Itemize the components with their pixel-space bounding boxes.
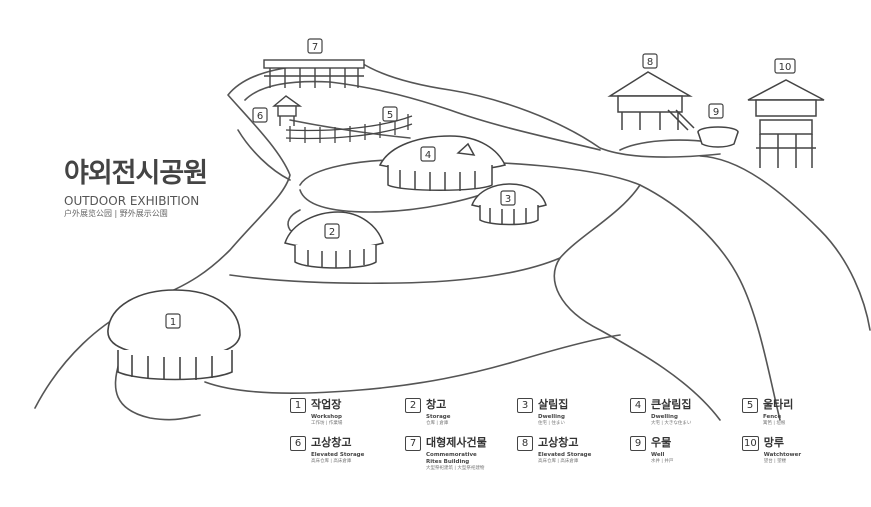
legend-number: 2 [405, 398, 421, 413]
legend-label-en: Workshop [311, 414, 342, 420]
legend-label-en: Dwelling [538, 414, 565, 420]
svg-text:3: 3 [505, 194, 511, 205]
legend-label-en: Storage [426, 414, 451, 420]
path-right-fork [553, 184, 721, 421]
page-subtitle-cjk: 户外展览公园 | 野外展示公園 [64, 209, 168, 218]
map-markers: 7 6 5 4 3 2 1 8 9 10 [165, 38, 796, 329]
map-marker-5[interactable]: 5 [382, 106, 398, 122]
legend-label-en: Well [651, 452, 665, 458]
page-title: 야외전시공원 [64, 158, 208, 189]
legend-label-ko: 작업장 [311, 398, 342, 411]
legend-label-en: Fence [763, 414, 782, 420]
legend-label-en: Dwelling [651, 414, 678, 420]
building-elevated-storage [607, 71, 695, 131]
map-marker-3[interactable]: 3 [500, 190, 516, 206]
legend-label-ko: 망루 [763, 436, 784, 449]
map-marker-10[interactable]: 10 [774, 58, 796, 74]
legend-label-en: Watchtower [763, 452, 802, 458]
fence [285, 114, 413, 143]
legend-label-cjk: 望台 | 望楼 [763, 459, 787, 464]
legend-label-cjk: 大宅 | 大きな住まい [651, 421, 692, 426]
svg-text:6: 6 [257, 111, 263, 122]
map-marker-8[interactable]: 8 [642, 53, 658, 69]
legend-label-cjk: 高床仓库 | 高床倉庫 [311, 459, 352, 464]
well [697, 126, 739, 148]
svg-text:5: 5 [387, 110, 393, 121]
legend-label-cjk: 篱笆 | 垣根 [763, 421, 786, 426]
title-block: 야외전시공원 OUTDOOR EXHIBITION 户外展览公园 | 野外展示公… [64, 158, 208, 219]
path-north-east [619, 139, 711, 151]
page-subtitle-english: OUTDOOR EXHIBITION [64, 194, 200, 208]
legend-number: 10 [742, 436, 759, 451]
legend-label-cjk: 高床仓库 | 高床倉庫 [538, 459, 579, 464]
legend-label-en: Elevated Storage [311, 452, 365, 458]
svg-text:4: 4 [425, 150, 431, 161]
legend-label-ko: 큰살림집 [651, 398, 692, 411]
svg-text:2: 2 [329, 227, 335, 238]
legend-label-cjk: 水井 | 井戸 [651, 459, 674, 464]
watchtower [747, 79, 825, 168]
legend-number: 3 [517, 398, 533, 413]
path-lower-center [204, 334, 621, 394]
map-marker-4[interactable]: 4 [420, 146, 436, 162]
map-marker-1[interactable]: 1 [165, 313, 181, 329]
path-plaza-inner [299, 187, 501, 213]
path-mid-ring [229, 257, 561, 285]
svg-text:7: 7 [312, 42, 318, 53]
legend-number: 5 [742, 398, 758, 413]
building-rites [263, 59, 365, 88]
svg-text:8: 8 [647, 57, 653, 68]
building-large-dwelling [378, 135, 507, 191]
legend-label-ko: 고상창고 [538, 436, 579, 449]
legend-label-cjk: 住宅 | 住まい [538, 421, 565, 426]
legend-label-ko: 우물 [651, 436, 672, 449]
map-marker-9[interactable]: 9 [708, 103, 724, 119]
legend-label-ko: 창고 [426, 398, 447, 411]
map-marker-6[interactable]: 6 [252, 107, 268, 123]
path-left-branch [237, 129, 291, 181]
legend-number: 4 [630, 398, 646, 413]
map-marker-7[interactable]: 7 [307, 38, 323, 54]
legend-number: 8 [517, 436, 533, 451]
path-lower-left [114, 359, 201, 421]
legend-label-cjk: 工作坊 | 作業場 [311, 421, 343, 426]
legend-label-ko: 고상창고 [311, 436, 352, 449]
map-marker-2[interactable]: 2 [324, 223, 340, 239]
svg-text:1: 1 [170, 317, 176, 328]
svg-text:10: 10 [779, 62, 792, 73]
building-workshop [107, 289, 241, 381]
legend-number: 7 [405, 436, 421, 451]
legend-number: 1 [290, 398, 306, 413]
legend-label-cjk: 大型祭祀建筑 | 大型祭祀建物 [426, 466, 485, 471]
path-east [699, 155, 871, 331]
legend-label-ko: 울타리 [763, 398, 794, 411]
legend-number: 6 [290, 436, 306, 451]
legend-label-en: Elevated Storage [538, 452, 592, 458]
legend-label-ko: 대형제사건물 [426, 436, 487, 449]
building-storage [284, 211, 384, 269]
legend-label-ko: 살림집 [538, 398, 569, 411]
building-elevated-storage-small [272, 95, 303, 126]
legend-number: 9 [630, 436, 646, 451]
legend-label-cjk: 仓库 | 倉庫 [426, 421, 449, 426]
legend-label-en: Commemorative Rites Building [426, 452, 477, 465]
svg-text:9: 9 [713, 107, 719, 118]
